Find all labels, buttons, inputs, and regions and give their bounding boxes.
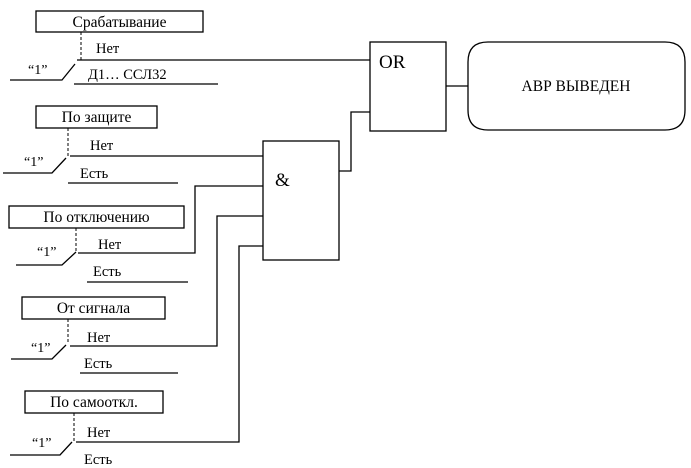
output-terminator [467,41,686,131]
signal-block-3: По отключению “1” Нет Есть [8,185,263,283]
signal-block-4: От сигнала “1” Нет Есть [11,215,263,374]
signal-5-wire [76,245,263,443]
and-gate: & [262,140,340,261]
signal-4-label-box [21,296,166,320]
or-gate-box [369,41,447,132]
signal-5-option-1: Нет [87,425,111,441]
and-gate-symbol: & [275,170,290,191]
signal-2-switch [3,157,67,174]
signal-5-switch [10,441,73,456]
signal-3-wire [78,185,263,254]
signal-2-option-1: Нет [90,138,114,154]
signal-3-switch [16,251,77,266]
signal-2-label-box [35,105,158,129]
signal-3-option-2: Есть [93,264,122,280]
signal-3-switch-value: “1” [37,245,56,260]
signal-1-label: Срабатывание [73,14,167,31]
signal-1-option-1: Нет [96,41,120,57]
or-gate-symbol: OR [379,52,406,73]
signal-3-label: По отключению [43,209,149,226]
signal-5-switch-value: “1” [32,436,51,451]
signal-block-2: По защите “1” Нет Есть [3,105,263,184]
signal-block-5: По самооткл. “1” Нет Есть [10,245,263,468]
signal-5-option-2: Есть [84,452,113,468]
output-label: АВР ВЫВЕДЕН [522,78,631,95]
signal-3-option-1: Нет [98,237,122,253]
and-to-or-wire [339,111,370,172]
signal-4-label: От сигнала [57,300,130,317]
signal-4-option-2: Есть [84,356,113,372]
signal-5-label: По самооткл. [50,394,138,411]
signal-4-switch [11,344,67,360]
output-block: АВР ВЫВЕДЕН [467,41,686,131]
or-gate: OR [369,41,447,132]
signal-4-wire [70,215,263,347]
signal-2-switch-value: “1” [24,155,43,170]
signal-2-option-2: Есть [80,166,109,182]
signal-4-option-1: Нет [87,330,111,346]
signal-3-label-box [8,205,185,229]
signal-2-label: По защите [62,109,132,126]
signal-block-1: Срабатывание “1” Нет Д1… ССЛ32 [10,10,370,85]
and-gate-box [262,140,340,261]
signal-1-option-2: Д1… ССЛ32 [88,67,167,83]
signal-1-label-box [35,10,204,33]
signal-5-label-box [24,390,164,414]
signal-4-switch-value: “1” [31,341,50,356]
signal-1-switch [10,63,76,81]
signal-1-switch-value: “1” [28,63,47,78]
